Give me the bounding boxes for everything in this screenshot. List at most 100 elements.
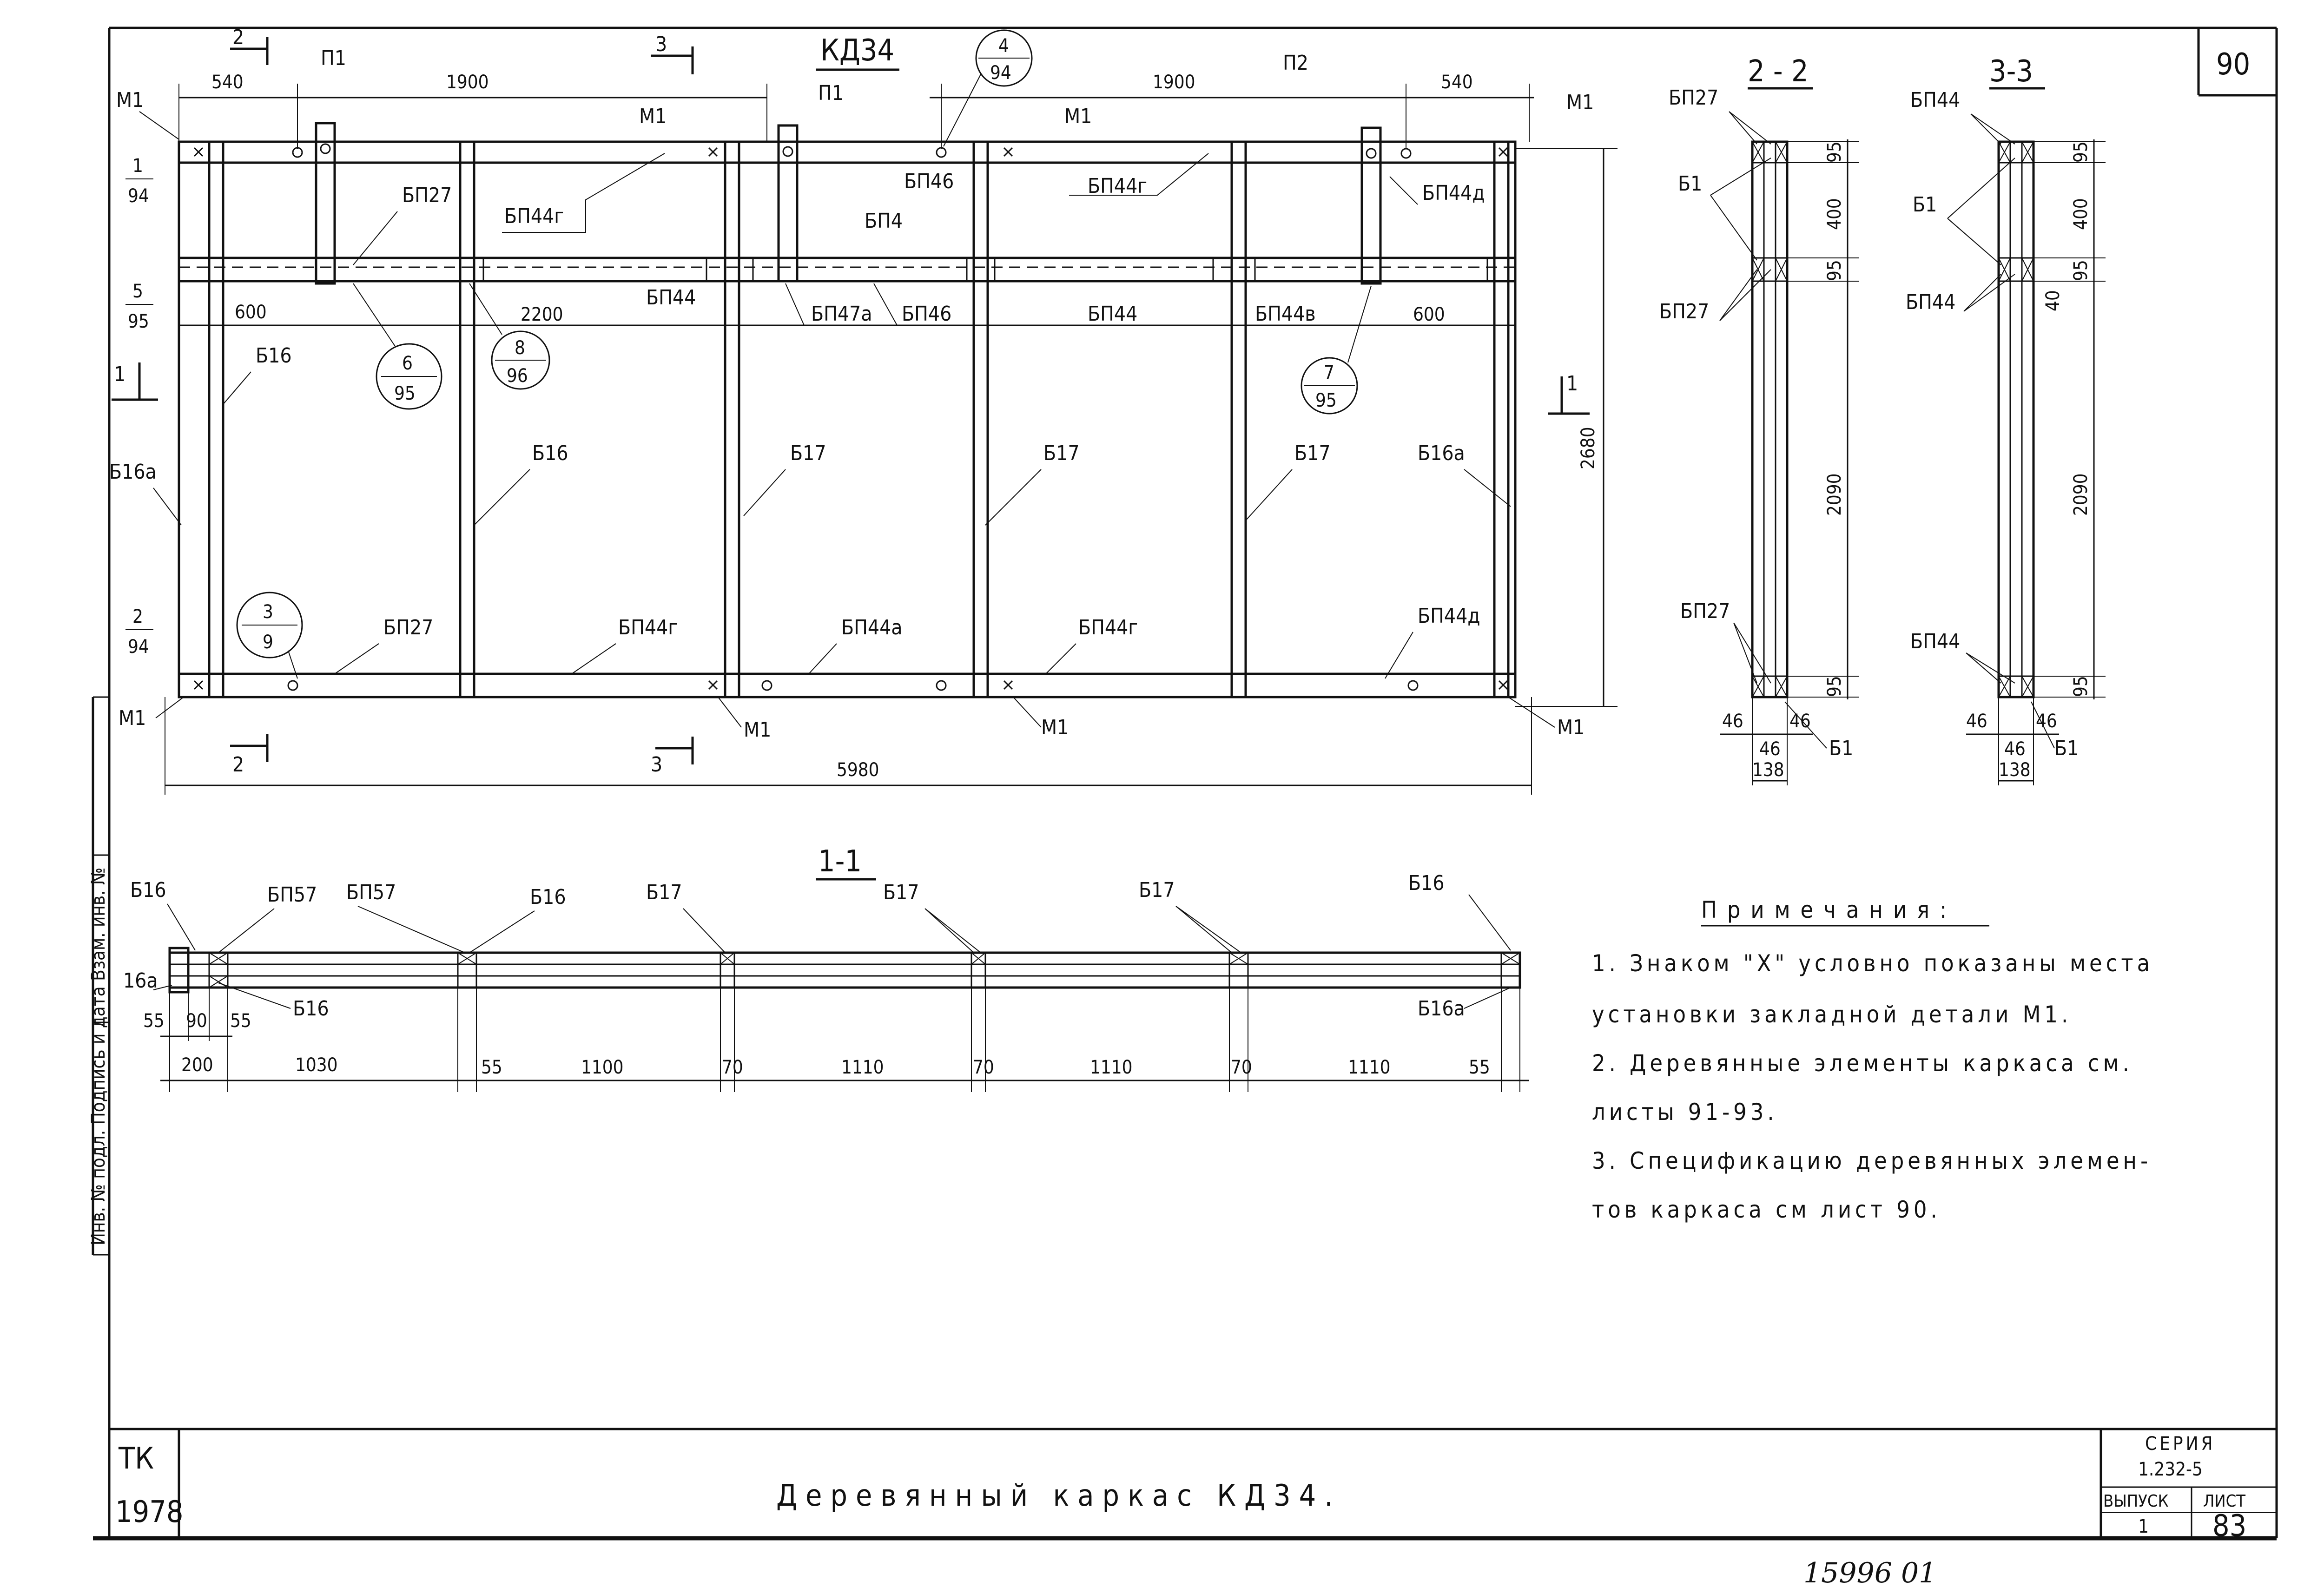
section-3-3-dim-2090: 2090 [2070,473,2092,516]
dim-2680: 2680 [1578,427,1599,469]
svg-text:5: 5 [132,281,143,302]
section-3-3-dim-95-bottom: 95 [2070,676,2092,697]
label-p2: П2 [1283,51,1308,75]
label-bp27-top: БП27 [402,184,452,207]
section-2-2-dim-46-mid: 46 [1759,738,1781,760]
svg-text:2: 2 [132,606,143,627]
main-view-title: КД34 [820,33,894,68]
section-2-2-dim-400: 400 [1824,198,1845,230]
section-mark-3-top: 3 [655,33,667,56]
title-block: ТК 1978 Деревянный каркас КД34. СЕРИЯ 1.… [109,1428,2277,1543]
svg-text:8: 8 [515,337,525,359]
section-2-2: 2 - 2 БП27 Б1 БП27 БП27 Б1 95 400 95 [1659,54,1859,785]
dim-1-1-55-d: 55 [1469,1057,1490,1078]
dim-1-1-55-b: 55 [230,1010,251,1032]
callout-3-9: 3 9 [236,592,303,679]
section-3-3-label-bp44-top: БП44 [1910,88,1960,112]
side-stamp-strip: Инв. № подл. Подпись и дата Взам. инв. № [88,696,109,1256]
section-1-1-label-bp57-a: БП57 [267,883,317,907]
section-2-2-dim-46-right: 46 [1789,711,1811,732]
section-1-1-label-b17-c: Б17 [1139,878,1175,902]
dim-540-right: 540 [1441,72,1473,93]
frame-rails [179,161,1515,675]
dim-1-1-70-a: 70 [722,1057,743,1078]
dim-1-1-1110-b: 1110 [1090,1057,1133,1078]
section-1-1-label-b17-b: Б17 [883,881,919,904]
section-2-2-cross-boxes [1751,141,1788,698]
svg-text:94: 94 [128,636,149,658]
section-1-1-label-b17-a: Б17 [646,881,682,904]
svg-text:95: 95 [394,383,416,404]
label-b17-b: Б17 [1043,441,1080,465]
dims-inner: 600 2200 600 [179,302,1515,326]
section-3-3-dim-95-top: 95 [2070,141,2092,163]
title-block-series-value: 1.232-5 [2138,1459,2203,1480]
detail-callouts: 1 94 5 95 2 94 3 9 [125,29,1372,679]
title-block-issue-value: 1 [2138,1516,2149,1537]
label-m1-bottom-mid: М1 [744,718,771,742]
label-m1-bottom-right: М1 [1041,716,1069,739]
section-2-2-dim-138: 138 [1752,759,1784,781]
label-b17-a: Б17 [790,441,826,465]
section-1-1-label-b16-left: Б16 [130,878,166,902]
dims-top: 540 1900 1900 540 [178,72,1534,149]
section-3-3: 3-3 БП44 Б1 БП44 БП44 Б1 95 400 95 [1906,54,2106,785]
svg-text:95: 95 [128,311,149,332]
label-b16a-left: Б16а [109,460,157,484]
label-bp44-mid-left: БП44 [646,286,696,310]
dim-1-1-55-c: 55 [481,1057,502,1078]
section-2-2-label-bp27-bottom: БП27 [1680,599,1730,623]
section-3-3-dim-95-mid: 95 [2070,260,2092,281]
dim-600-right: 600 [1413,304,1445,325]
section-3-3-label-bp44-mid: БП44 [1906,290,1955,314]
post-pieces [315,122,1382,285]
side-stamp-text: Инв. № подл. Подпись и дата Взам. инв. № [88,868,109,1245]
notes-heading: Примечания: [1701,896,1957,923]
title-block-issue-label: ВЫПУСК [2103,1492,2169,1511]
section-1-1-label-b16-mid: Б16 [530,885,566,909]
svg-text:96: 96 [507,365,528,387]
section-1-1-title: 1-1 [818,844,862,879]
label-bp44g-bottom-left: БП44г [618,616,678,639]
section-3-3-dim-138: 138 [1999,759,2031,781]
title-block-series-label: СЕРИЯ [2145,1433,2215,1455]
dim-1-1-1110-a: 1110 [841,1057,884,1078]
callout-6-95: 6 95 [353,283,442,410]
label-bp44g-top-right: БП44г [1088,174,1147,198]
section-2-2-dim-95-bottom: 95 [1824,676,1845,697]
svg-text:7: 7 [1324,362,1334,383]
label-bp44v: БП44в [1255,302,1316,326]
dim-1-1-55-a: 55 [143,1010,165,1032]
label-m1-top-right: М1 [1064,105,1092,128]
label-bp46-mid: БП46 [902,302,951,326]
section-mark-1-left: 1 [114,362,125,386]
section-2-2-title: 2 - 2 [1748,54,1809,89]
title-block-year: 1978 [115,1495,184,1529]
dim-1-1-200: 200 [181,1054,213,1076]
svg-text:6: 6 [402,353,413,374]
label-bp44a: БП44а [841,616,903,639]
svg-text:94: 94 [128,185,149,207]
section-1-1-cross-boxes [208,952,1521,988]
svg-text:94: 94 [990,62,1011,84]
callout-4-94: 4 94 [943,29,1033,147]
section-3-3-cross-boxes [1998,141,2034,698]
section-1-1-label-16a: 16а [123,969,158,993]
section-3-3-dim-40: 40 [2042,290,2064,311]
main-frame-view: КД34 2 2 3 3 1 1 540 1 [109,26,1618,795]
dim-1900-right: 1900 [1153,72,1195,93]
callout-7-95: 7 95 [1301,285,1372,415]
dim-total-width: 5980 [165,697,1532,795]
section-2-2-label-bp27-mid: БП27 [1659,300,1709,323]
label-bp44-mid-right: БП44 [1088,302,1137,326]
svg-text:9: 9 [263,632,273,653]
label-bp44g-top-left: БП44г [504,204,564,228]
label-p1-mid: П1 [818,81,844,105]
notes-block: Примечания: 1. Знаком "Х" условно показа… [1592,896,2150,1223]
section-mark-2-bottom: 2 [232,753,244,777]
label-bp44g-bottom-right: БП44г [1078,616,1138,639]
section-1-1-label-b16-under: Б16 [293,997,329,1021]
label-bp4: БП4 [865,209,903,233]
